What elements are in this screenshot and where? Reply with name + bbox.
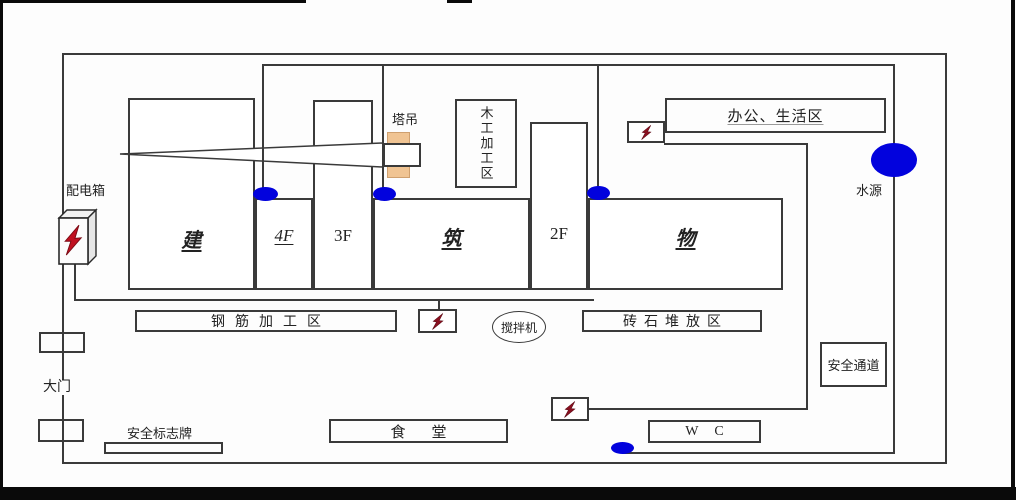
rebar-area-label: 钢筋加工区 [211, 315, 331, 330]
building-section-3f: 3F [313, 100, 373, 290]
building-label-zhu: 筑 [441, 228, 462, 250]
gate-label: 大门 [42, 380, 72, 396]
water-tap-4 [611, 442, 634, 454]
wc-box: WC [648, 420, 761, 443]
building-label-4f: 4F [274, 226, 294, 245]
wood-area-label: 木工加工区 [478, 106, 494, 181]
water-pipe-drop-1 [262, 64, 264, 191]
mixer-ellipse: 搅拌机 [492, 311, 546, 343]
gate-post-south [38, 419, 84, 442]
crane-jib-icon [119, 142, 384, 168]
water-source-label: 水源 [856, 183, 883, 198]
building-section-zhu: 筑 [373, 198, 530, 290]
frame-top-dash [447, 0, 472, 3]
power-box-label: 配电箱 [66, 183, 106, 198]
water-tap-1 [253, 187, 278, 201]
electric-box-canteen [551, 397, 589, 421]
frame-bottom [0, 487, 1016, 500]
building-section-4f: 4F [255, 198, 313, 290]
building-section-2f: 2F [530, 122, 588, 290]
mixer-label: 搅拌机 [500, 320, 537, 335]
building-section-jian: 建 [128, 98, 255, 290]
building-label-3f: 3F [334, 226, 352, 245]
water-pipe-top [262, 64, 895, 66]
building-label-jian: 建 [181, 230, 202, 252]
frame-left [0, 0, 3, 500]
canteen-label: 食堂 [390, 424, 473, 441]
water-tap-2 [373, 187, 396, 201]
water-tap-3 [587, 186, 610, 200]
wire-powerbox-drop [74, 264, 76, 300]
water-pipe-drop-2 [382, 64, 384, 190]
gate-post-north [39, 332, 85, 353]
wood-area-box: 木工加工区 [455, 99, 517, 188]
office-area-label: 办公、生活区 [727, 109, 824, 125]
safety-sign-board [104, 442, 223, 454]
lightning-icon [431, 312, 444, 330]
water-pipe-east [893, 64, 895, 454]
wc-label: WC [685, 423, 740, 439]
safety-passage-box: 安全通道 [820, 342, 887, 387]
crane-label: 塔吊 [392, 112, 419, 127]
canteen-box: 食堂 [329, 419, 508, 443]
water-source-ellipse [871, 143, 917, 177]
water-pipe-bottom [622, 452, 894, 454]
power-box-icon [57, 208, 98, 266]
electric-box-mixer [418, 309, 457, 333]
wire-office-horizontal [664, 143, 808, 145]
office-area-box: 办公、生活区 [665, 98, 886, 133]
lightning-icon [564, 400, 576, 418]
water-pipe-drop-3 [597, 64, 599, 190]
frame-top [0, 0, 306, 3]
wire-stub-mixer-box [438, 299, 440, 311]
building-label-2f: 2F [550, 224, 568, 243]
safety-sign-label: 安全标志牌 [127, 426, 193, 441]
building-label-wu: 物 [675, 228, 696, 250]
electric-box-office [627, 121, 665, 143]
wire-south-horizontal [589, 408, 808, 410]
crane-cab-icon [383, 143, 421, 167]
wire-east-vertical [806, 143, 808, 410]
brick-area-box: 砖石堆放区 [582, 310, 762, 332]
safety-passage-label: 安全通道 [827, 358, 880, 373]
frame-right [1011, 0, 1015, 500]
building-section-wu: 物 [588, 198, 783, 290]
brick-area-label: 砖石堆放区 [623, 315, 728, 330]
lightning-icon [640, 124, 652, 140]
rebar-area-box: 钢筋加工区 [135, 310, 397, 332]
wire-main-horizontal [74, 299, 594, 301]
